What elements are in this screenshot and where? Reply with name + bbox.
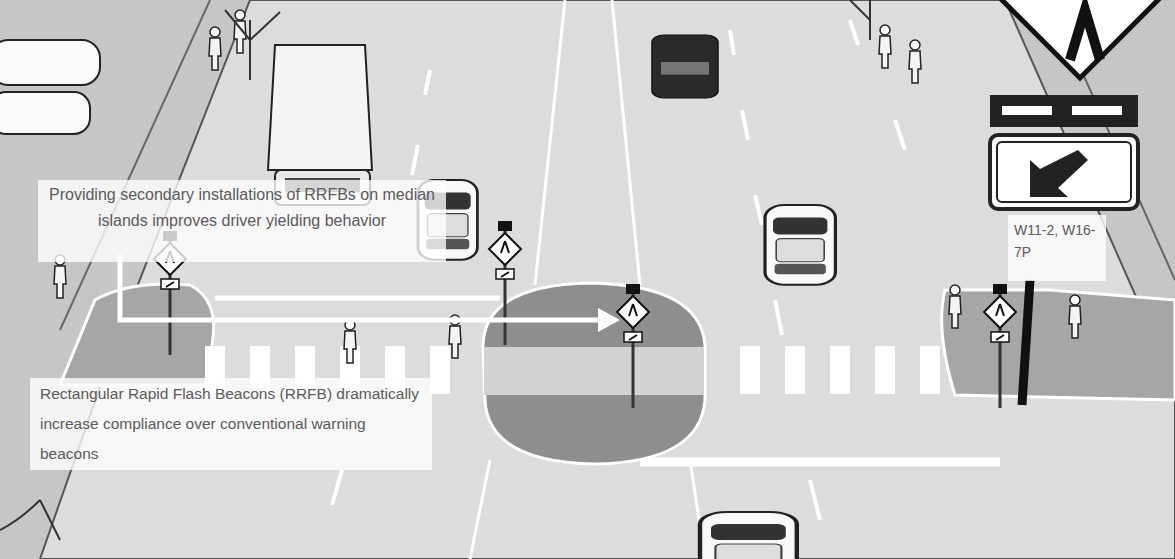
pedestrian xyxy=(909,40,921,83)
curb-extension xyxy=(942,290,1175,400)
pedestrian xyxy=(879,25,891,68)
pedestrian xyxy=(209,27,221,70)
plaque-arrow xyxy=(1030,150,1088,197)
curb-extension xyxy=(60,284,214,385)
car xyxy=(765,205,835,285)
median-line xyxy=(612,0,640,285)
pedestrian xyxy=(949,285,961,328)
median-line xyxy=(535,0,565,285)
leader-arrow xyxy=(120,255,598,320)
plaque-border xyxy=(997,142,1131,202)
sign-bar-mark xyxy=(1002,106,1052,115)
street-tree xyxy=(0,0,870,540)
callout-box: W11-2, W16-7P xyxy=(1008,215,1106,281)
dark-pickup xyxy=(652,35,718,98)
arrow-plaque xyxy=(990,135,1138,209)
car xyxy=(700,512,797,559)
rrfb-assembly xyxy=(984,284,1016,408)
pedestrian xyxy=(1069,295,1081,338)
sign-pictogram xyxy=(1070,10,1100,60)
callout-box: Providing secondary installations of RRF… xyxy=(38,180,446,262)
median-island xyxy=(483,283,705,464)
callout-text: Rectangular Rapid Flash Beacons (RRFB) d… xyxy=(40,379,422,469)
sign-bar xyxy=(990,95,1138,127)
arrow-head xyxy=(598,308,620,332)
parked-car xyxy=(0,40,100,134)
pedestrian xyxy=(344,320,356,363)
callout-text: Providing secondary installations of RRF… xyxy=(42,182,442,234)
rrfb-assembly xyxy=(617,284,649,408)
sign-post xyxy=(1022,280,1030,405)
roadway xyxy=(40,0,1175,559)
median-line xyxy=(470,460,490,559)
median-cut-through xyxy=(484,347,704,395)
sign-bar-mark xyxy=(1072,106,1122,115)
pedestrian-warning-sign xyxy=(992,0,1168,78)
stop-bar xyxy=(640,458,1000,467)
callout-text: W11-2, W16-7P xyxy=(1014,219,1100,263)
callout-box: Rectangular Rapid Flash Beacons (RRFB) d… xyxy=(30,378,432,470)
rrfb-assembly xyxy=(489,221,521,345)
